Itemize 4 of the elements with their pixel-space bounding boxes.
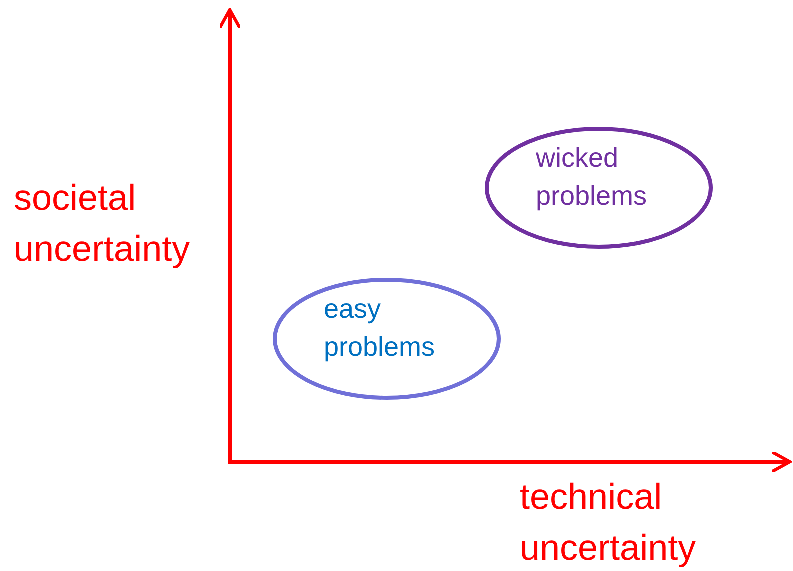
ellipse-label: easy problems xyxy=(324,293,436,364)
axis-label: technical uncertainty xyxy=(520,475,698,570)
axis-label: societal uncertainty xyxy=(14,176,192,271)
ellipse-label: wicked problems xyxy=(536,142,648,213)
